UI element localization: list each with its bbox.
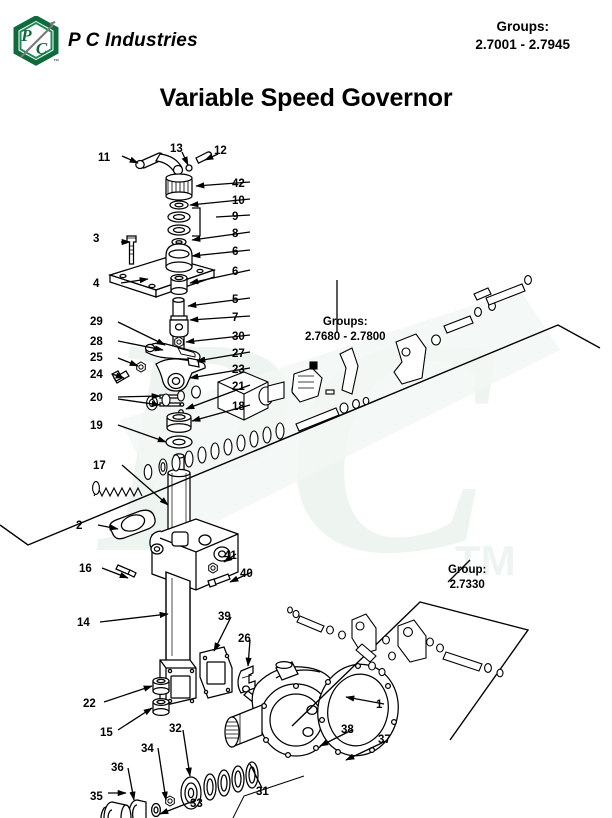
group-callout-groups-2-7680: Groups: 2.7680 - 2.7800 [305,315,386,345]
part-callout-20: 20 [90,392,103,404]
exploded-parts-drawing: PC TM [0,151,601,818]
part-callout-40: 40 [240,568,253,580]
page-header: P C ™ P C Industries Groups: 2.7001 - 2.… [0,0,612,72]
part-callout-12: 12 [214,145,227,157]
part-callout-6: 6 [232,266,239,278]
part-callout-7: 7 [232,312,239,324]
svg-text:TM: TM [455,537,516,584]
small-bushings-group [152,676,170,717]
part-callout-28: 28 [90,336,103,348]
group-callout-group-2-7330: Group: 2.7330 [448,563,486,593]
leader-lines [97,151,471,815]
part-callout-22: 22 [83,698,96,710]
pump-body-group [224,660,399,759]
part-callout-13: 13 [170,143,183,155]
brand-name: P C Industries [68,30,198,51]
lever-linkage-group [111,336,206,392]
group-callout-value: 2.7680 - 2.7800 [305,330,386,343]
header-groups-range: Groups: 2.7001 - 2.7945 [475,18,570,54]
pc-hexagon-logo-icon: P C ™ [12,15,60,66]
part-callout-17: 17 [93,460,106,472]
group-2-7330-assembly [287,601,530,741]
part-callout-42: 42 [232,178,245,190]
part-callout-14: 14 [77,617,90,629]
upper-shaft-group [169,273,189,364]
svg-text:™: ™ [53,58,59,65]
svg-text:P: P [20,26,32,45]
part-callout-37: 37 [378,734,391,746]
brand-logo-block: P C ™ P C Industries [12,15,198,66]
part-callout-34: 34 [141,743,154,755]
part-callout-32: 32 [169,723,182,735]
part-callout-16: 16 [79,563,92,575]
part-callout-29: 29 [90,316,103,328]
part-callout-15: 15 [100,727,113,739]
part-callout-31: 31 [256,786,269,798]
part-callout-35: 35 [90,791,103,803]
group-2-7680-assembly [0,275,601,546]
part-callout-11: 11 [98,152,111,164]
group-callout-label: Groups: [322,316,368,328]
page-title: Variable Speed Governor [159,84,453,112]
part-callout-18: 18 [232,401,245,413]
part-callout-5: 5 [232,294,239,306]
cover-plate-group [107,235,217,298]
part-callout-19: 19 [90,420,103,432]
part-callout-1: 1 [376,699,383,711]
part-callout-25: 25 [90,352,103,364]
part-callout-4: 4 [93,278,100,290]
part-callout-23: 23 [232,364,245,376]
part-callout-39: 39 [218,611,231,623]
part-callout-36: 36 [111,762,124,774]
part-callout-38: 38 [341,724,354,736]
part-callout-3: 3 [93,233,100,245]
part-callout-30: 30 [232,331,245,343]
lower-bracket-group [199,646,259,704]
part-callout-41: 41 [224,550,237,562]
header-groups-value: 2.7001 - 2.7945 [475,37,570,53]
part-callout-8: 8 [232,228,239,240]
part-callout-2: 2 [76,520,83,532]
seal-stack-group [100,761,305,818]
part-callout-24: 24 [90,369,103,381]
part-callout-33: 33 [190,798,203,810]
part-callout-6: 6 [232,246,239,258]
part-callout-21: 21 [232,381,245,393]
housing-group [109,509,239,706]
group-callout-value: 2.7330 [449,578,485,591]
svg-text:C: C [36,39,48,58]
part-callout-27: 27 [232,348,245,360]
part-callout-10: 10 [232,195,245,207]
header-groups-label: Groups: [496,19,549,34]
parts-diagram: PC TM [0,120,612,818]
part-callout-9: 9 [232,211,239,223]
part-callout-26: 26 [238,633,251,645]
group-callout-label: Group: [448,564,487,576]
